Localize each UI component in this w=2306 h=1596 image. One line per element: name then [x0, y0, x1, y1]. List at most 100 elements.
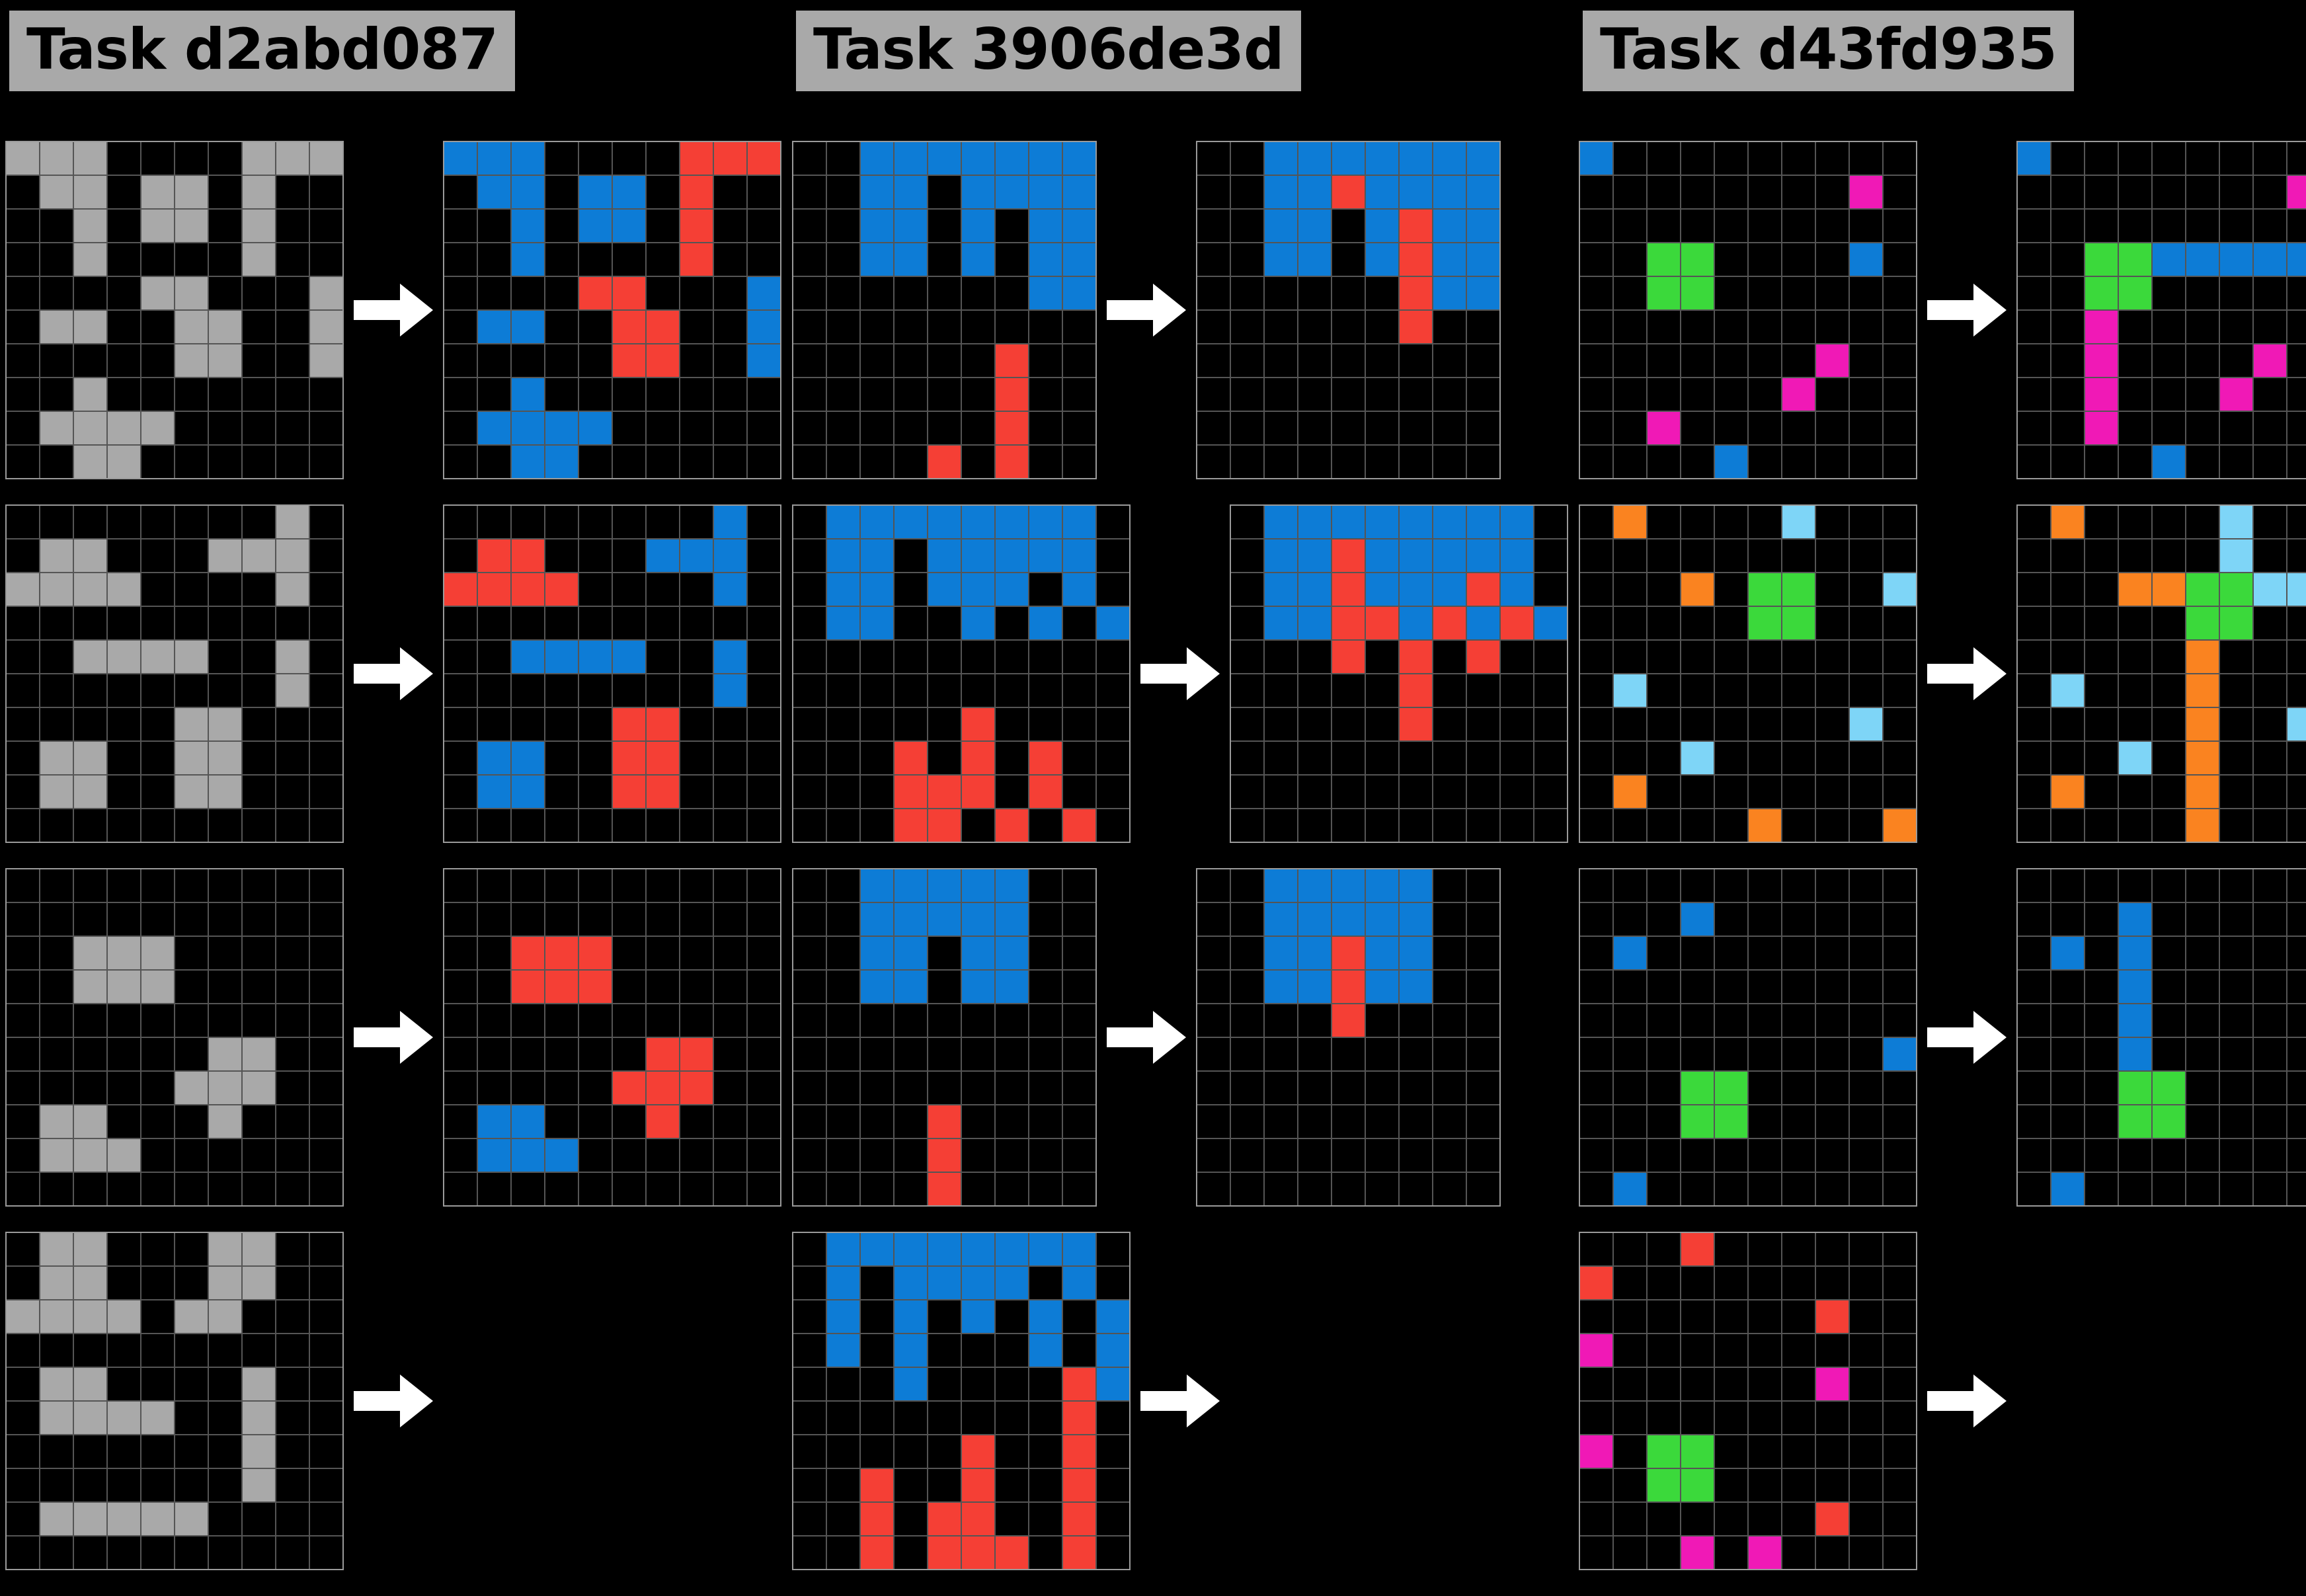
grid-cell[interactable] [141, 506, 174, 538]
grid-cell[interactable] [996, 1503, 1028, 1535]
grid-cell[interactable] [1298, 903, 1331, 936]
grid-cell[interactable] [478, 742, 510, 774]
grid-cell[interactable] [1400, 776, 1432, 808]
grid-cell[interactable] [1265, 776, 1297, 808]
grid-cell[interactable] [895, 142, 927, 175]
grid-cell[interactable] [1366, 903, 1398, 936]
grid-cell[interactable] [175, 1469, 208, 1501]
grid-cell[interactable] [647, 674, 679, 707]
grid-cell[interactable] [1467, 607, 1499, 639]
grid-cell[interactable] [1816, 446, 1849, 478]
grid-cell[interactable] [861, 446, 893, 478]
grid-cell[interactable] [861, 1233, 893, 1265]
grid-cell[interactable] [108, 1334, 140, 1367]
grid-cell[interactable] [827, 243, 859, 276]
grid-cell[interactable] [2119, 1004, 2151, 1037]
input-grid[interactable] [5, 141, 344, 479]
grid-cell[interactable] [962, 1368, 994, 1400]
grid-cell[interactable] [1614, 277, 1646, 309]
grid-cell[interactable] [1850, 176, 1882, 208]
grid-cell[interactable] [2287, 311, 2306, 343]
grid-cell[interactable] [7, 539, 39, 572]
grid-cell[interactable] [310, 674, 342, 707]
grid-cell[interactable] [2186, 742, 2219, 774]
grid-cell[interactable] [276, 1402, 309, 1434]
grid-cell[interactable] [2051, 277, 2084, 309]
grid-cell[interactable] [1816, 1139, 1849, 1172]
grid-cell[interactable] [1029, 243, 1062, 276]
grid-cell[interactable] [1063, 573, 1095, 606]
grid-cell[interactable] [1782, 937, 1815, 969]
grid-cell[interactable] [680, 506, 713, 538]
grid-cell[interactable] [1265, 539, 1297, 572]
grid-cell[interactable] [2119, 1072, 2151, 1104]
grid-cell[interactable] [1580, 412, 1612, 444]
grid-cell[interactable] [1298, 708, 1331, 740]
grid-cell[interactable] [647, 506, 679, 538]
grid-cell[interactable] [276, 446, 309, 478]
grid-cell[interactable] [209, 742, 241, 774]
grid-cell[interactable] [962, 809, 994, 842]
grid-cell[interactable] [2254, 243, 2286, 276]
grid-cell[interactable] [512, 674, 544, 707]
grid-cell[interactable] [1850, 446, 1882, 478]
grid-cell[interactable] [1749, 1435, 1781, 1468]
grid-cell[interactable] [895, 210, 927, 242]
input-grid[interactable] [1579, 141, 1917, 479]
grid-cell[interactable] [1029, 277, 1062, 309]
grid-cell[interactable] [613, 1105, 645, 1138]
grid-cell[interactable] [928, 809, 961, 842]
grid-cell[interactable] [895, 1038, 927, 1070]
grid-cell[interactable] [1366, 742, 1398, 774]
grid-cell[interactable] [1433, 937, 1466, 969]
grid-cell[interactable] [1749, 1368, 1781, 1400]
grid-cell[interactable] [108, 1173, 140, 1205]
grid-cell[interactable] [2119, 776, 2151, 808]
grid-cell[interactable] [209, 311, 241, 343]
grid-cell[interactable] [1816, 809, 1849, 842]
grid-cell[interactable] [1029, 971, 1062, 1003]
grid-cell[interactable] [2051, 210, 2084, 242]
grid-cell[interactable] [1580, 1105, 1612, 1138]
grid-cell[interactable] [1782, 1173, 1815, 1205]
grid-cell[interactable] [2287, 573, 2306, 606]
grid-cell[interactable] [613, 1004, 645, 1037]
grid-cell[interactable] [1749, 277, 1781, 309]
grid-cell[interactable] [2254, 708, 2286, 740]
grid-cell[interactable] [1433, 243, 1466, 276]
grid-cell[interactable] [7, 1072, 39, 1104]
grid-cell[interactable] [74, 1038, 106, 1070]
grid-cell[interactable] [748, 641, 780, 673]
grid-cell[interactable] [1681, 674, 1714, 707]
grid-cell[interactable] [444, 210, 477, 242]
output-grid[interactable] [443, 868, 781, 1207]
grid-cell[interactable] [1816, 344, 1849, 377]
grid-cell[interactable] [579, 903, 612, 936]
grid-cell[interactable] [579, 809, 612, 842]
grid-cell[interactable] [2254, 809, 2286, 842]
grid-cell[interactable] [2051, 641, 2084, 673]
grid-cell[interactable] [680, 1004, 713, 1037]
grid-cell[interactable] [7, 176, 39, 208]
grid-cell[interactable] [2254, 1139, 2286, 1172]
grid-cell[interactable] [175, 1536, 208, 1569]
grid-cell[interactable] [1782, 869, 1815, 902]
grid-cell[interactable] [2018, 809, 2050, 842]
grid-cell[interactable] [478, 937, 510, 969]
grid-cell[interactable] [1231, 1038, 1263, 1070]
grid-cell[interactable] [1063, 1105, 1095, 1138]
grid-cell[interactable] [1816, 1038, 1849, 1070]
grid-cell[interactable] [962, 573, 994, 606]
grid-cell[interactable] [827, 344, 859, 377]
grid-cell[interactable] [1400, 412, 1432, 444]
grid-cell[interactable] [1332, 344, 1365, 377]
grid-cell[interactable] [444, 869, 477, 902]
grid-cell[interactable] [613, 277, 645, 309]
grid-cell[interactable] [1884, 1072, 1916, 1104]
grid-cell[interactable] [793, 1004, 826, 1037]
grid-cell[interactable] [2051, 412, 2084, 444]
grid-cell[interactable] [748, 937, 780, 969]
grid-cell[interactable] [1681, 1435, 1714, 1468]
grid-cell[interactable] [1749, 1072, 1781, 1104]
grid-cell[interactable] [108, 1004, 140, 1037]
